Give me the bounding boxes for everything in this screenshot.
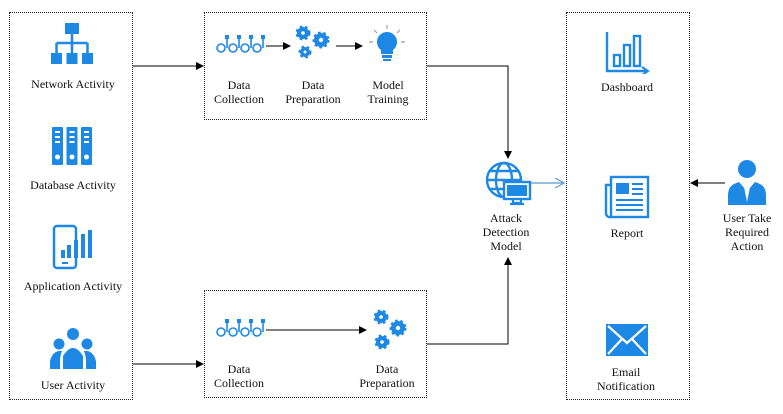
model-training-bulb-icon xyxy=(369,25,405,61)
outputs-panel xyxy=(566,12,690,400)
actor-line3: Action xyxy=(730,239,764,253)
training-collection-line1: Data xyxy=(227,78,251,92)
user-group-icon xyxy=(50,328,96,369)
mobile-analytics-icon xyxy=(52,224,92,270)
model-label-line2: Detection xyxy=(482,225,530,239)
email-envelope-icon xyxy=(606,324,648,356)
email-notification-label: Email Notification xyxy=(597,365,655,393)
database-servers-icon xyxy=(52,127,92,165)
live-data-preparation-gears-icon xyxy=(373,309,407,350)
model-label-line1: Attack xyxy=(490,211,522,225)
training-to-model-arrow xyxy=(427,65,512,159)
live-collection-label: Data Collection xyxy=(214,362,264,390)
report-newspaper-icon xyxy=(604,175,650,219)
training-collection-label: Data Collection xyxy=(214,78,264,106)
business-user-icon xyxy=(728,160,766,205)
live-pipeline-panel xyxy=(204,290,427,398)
training-preparation-label: Data Preparation xyxy=(285,78,340,106)
activity-sources-panel xyxy=(9,12,133,400)
live-preparation-line1: Data xyxy=(375,362,399,376)
live-collection-line2: Collection xyxy=(214,376,264,390)
actor-line1: User Take xyxy=(722,211,772,225)
model-label-line3: Model xyxy=(490,239,522,253)
globe-monitor-icon xyxy=(485,161,532,206)
actor-line2: Required xyxy=(725,225,769,239)
training-preparation-line1: Data xyxy=(301,78,325,92)
email-label-line2: Notification xyxy=(597,379,655,393)
dashboard-label: Dashboard xyxy=(601,80,653,94)
application-activity-label: Application Activity xyxy=(23,279,123,293)
network-activity-label: Network Activity xyxy=(31,77,115,91)
training-collection-line2: Collection xyxy=(214,92,264,106)
live-data-collection-icon xyxy=(216,319,265,337)
training-pipeline-panel xyxy=(204,12,427,120)
user-activity-label: User Activity xyxy=(40,378,106,392)
database-activity-label: Database Activity xyxy=(30,178,116,192)
network-hierarchy-icon xyxy=(51,23,93,64)
live-to-model-arrow xyxy=(427,257,512,345)
dashboard-chart-icon xyxy=(605,32,650,74)
model-training-line2: Training xyxy=(367,92,409,106)
report-label: Report xyxy=(610,226,644,240)
email-label-line1: Email xyxy=(611,365,641,379)
user-action-label: User Take Required Action xyxy=(723,211,772,253)
data-collection-icon xyxy=(216,35,265,53)
attack-detection-model-label: Attack Detection Model xyxy=(483,211,530,253)
model-training-line1: Model xyxy=(372,78,404,92)
live-preparation-label: Data Preparation xyxy=(359,362,414,390)
live-collection-line1: Data xyxy=(227,362,251,376)
model-training-label: Model Training xyxy=(368,78,409,106)
live-preparation-line2: Preparation xyxy=(359,376,415,390)
data-preparation-gears-icon xyxy=(295,25,330,59)
training-preparation-line2: Preparation xyxy=(285,92,341,106)
